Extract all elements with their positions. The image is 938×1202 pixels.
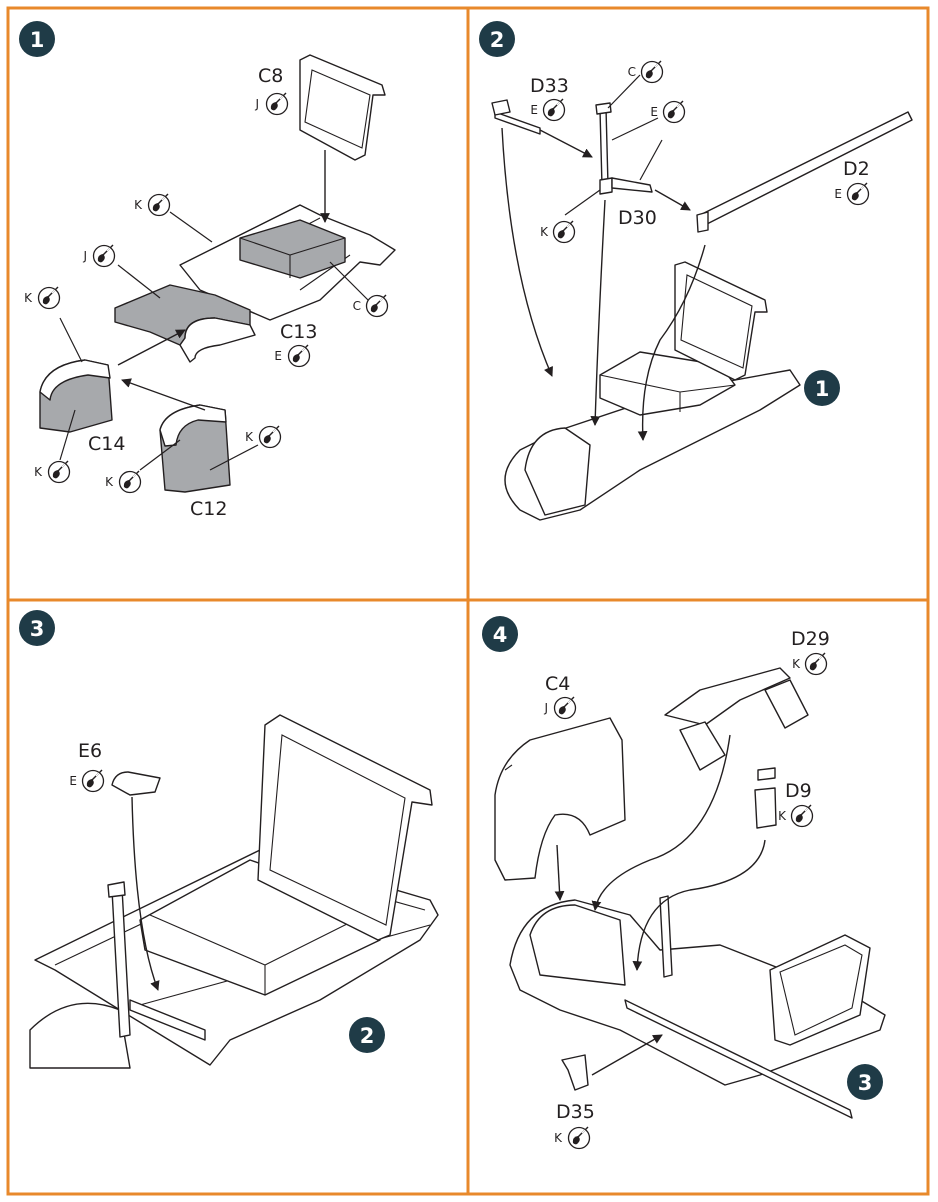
paint-brush-icon <box>287 344 311 368</box>
svg-text:3: 3 <box>858 1071 873 1095</box>
label-d9: D9 <box>785 780 812 802</box>
paint-brush-icon <box>365 294 389 318</box>
paint-brush-icon <box>804 652 828 676</box>
svg-text:E: E <box>274 349 282 363</box>
paint-callout: K <box>778 804 814 828</box>
svg-text:C: C <box>353 299 361 313</box>
panel-step-4: C4 D29 D9 D35 J K K K 3 <box>494 628 886 1150</box>
svg-text:3: 3 <box>30 617 45 641</box>
svg-text:2: 2 <box>490 28 505 52</box>
label-c13: C13 <box>280 321 317 343</box>
svg-text:E: E <box>530 103 538 117</box>
paint-brush-icon <box>553 696 577 720</box>
svg-text:E: E <box>834 187 842 201</box>
paint-callout: C <box>628 60 664 84</box>
paint-brush-icon <box>552 220 576 244</box>
svg-text:K: K <box>24 291 33 305</box>
paint-callout: E <box>650 100 686 124</box>
panel-step-1: C8 C13 C14 C12 J K J C E K K K K <box>24 54 396 520</box>
paint-brush-icon <box>846 182 870 206</box>
paint-brush-icon <box>92 244 116 268</box>
step-badge-1: 1 <box>19 21 55 57</box>
paint-callout: J <box>254 92 289 116</box>
paint-callout: J <box>543 696 577 720</box>
label-c14: C14 <box>88 433 125 455</box>
paint-callout: C <box>353 294 389 318</box>
paint-brush-icon <box>147 193 171 217</box>
paint-brush-icon <box>567 1126 591 1150</box>
svg-text:J: J <box>82 249 87 263</box>
label-d29: D29 <box>791 628 830 650</box>
svg-text:K: K <box>34 465 43 479</box>
svg-text:J: J <box>254 97 259 111</box>
label-c4: C4 <box>545 673 570 695</box>
step-badge-2: 2 <box>479 21 515 57</box>
svg-text:1: 1 <box>815 377 830 401</box>
svg-text:K: K <box>105 475 114 489</box>
paint-brush-icon <box>542 98 566 122</box>
paint-brush-icon <box>265 92 289 116</box>
svg-text:K: K <box>540 225 549 239</box>
step-badge-4: 4 <box>482 616 518 652</box>
panel-frames <box>6 6 930 1196</box>
panel-step-2: D33 D30 D2 1 C E E K E <box>491 60 913 521</box>
svg-text:C: C <box>628 65 636 79</box>
svg-text:K: K <box>792 657 801 671</box>
svg-text:K: K <box>245 430 254 444</box>
svg-text:J: J <box>543 701 548 715</box>
paint-brush-icon <box>47 460 71 484</box>
svg-text:4: 4 <box>493 623 508 647</box>
paint-callout: E <box>530 98 566 122</box>
paint-callout: K <box>540 220 576 244</box>
label-d2: D2 <box>843 158 870 180</box>
panel-step-3: E6 E 2 <box>29 714 439 1069</box>
paint-callout: E <box>834 182 870 206</box>
label-d33: D33 <box>530 75 569 97</box>
paint-callout: K <box>24 286 61 310</box>
paint-callout: E <box>274 344 311 368</box>
label-c8: C8 <box>258 65 283 87</box>
label-d30: D30 <box>618 207 657 229</box>
paint-brush-icon <box>662 100 686 124</box>
paint-brush-icon <box>118 470 142 494</box>
svg-text:K: K <box>778 809 787 823</box>
svg-text:1: 1 <box>30 28 45 52</box>
paint-callout: K <box>245 425 282 449</box>
paint-brush-icon <box>81 769 105 793</box>
subassembly-badge: 2 <box>349 1017 385 1053</box>
label-e6: E6 <box>78 740 102 762</box>
label-c12: C12 <box>190 498 227 520</box>
paint-callout: K <box>792 652 828 676</box>
svg-text:E: E <box>69 774 77 788</box>
step-badge-3: 3 <box>19 610 55 646</box>
paint-brush-icon <box>790 804 814 828</box>
paint-callout: J <box>82 244 116 268</box>
paint-brush-icon <box>258 425 282 449</box>
paint-brush-icon <box>37 286 61 310</box>
paint-callout: K <box>105 470 142 494</box>
paint-callout: K <box>554 1126 591 1150</box>
paint-brush-icon <box>640 60 664 84</box>
paint-callout: K <box>34 460 71 484</box>
svg-text:2: 2 <box>360 1024 375 1048</box>
svg-text:K: K <box>134 198 143 212</box>
subassembly-badge: 1 <box>804 370 840 406</box>
label-d35: D35 <box>556 1101 595 1123</box>
paint-callout: K <box>134 193 171 217</box>
subassembly-badge: 3 <box>847 1064 883 1100</box>
svg-text:E: E <box>650 105 658 119</box>
svg-text:K: K <box>554 1131 563 1145</box>
paint-callout: E <box>69 769 105 793</box>
